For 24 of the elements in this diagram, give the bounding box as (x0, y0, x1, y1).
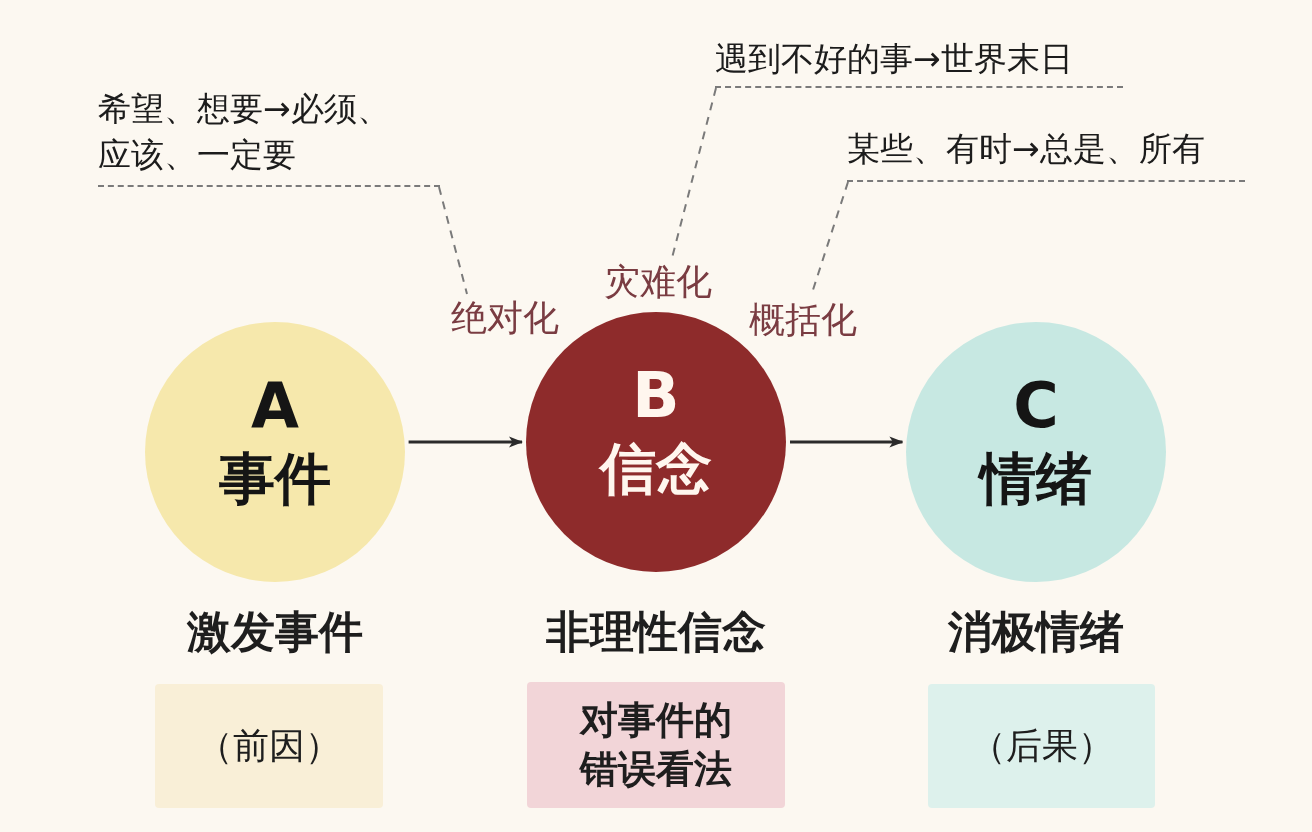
card-text: 对事件的错误看法 (578, 696, 733, 793)
circle-letter: B (632, 365, 680, 427)
info-card (928, 684, 1155, 808)
card-text: （后果） (969, 723, 1114, 768)
card-text: （前因） (197, 723, 341, 768)
leader-line (671, 87, 717, 259)
info-card (155, 684, 383, 808)
circle-title: 信念 (600, 441, 712, 497)
circle-letter: A (251, 375, 299, 437)
info-card (527, 682, 785, 808)
arrow (790, 436, 904, 448)
circle-caption: 激发事件 (187, 606, 363, 659)
circle-letter: C (1013, 375, 1059, 437)
category-label: 灾难化 (596, 258, 720, 306)
annotation-text: 遇到不好的事→世界末日 (715, 36, 1123, 88)
annotation-text: 希望、想要→必须、应该、一定要 (98, 86, 440, 187)
category-label: 概括化 (741, 296, 865, 344)
circle-title: 事件 (219, 451, 331, 507)
circle-caption: 非理性信念 (546, 606, 766, 659)
circle-caption: 消极情绪 (948, 606, 1124, 659)
category-label: 绝对化 (443, 294, 567, 342)
arrow (408, 436, 523, 448)
annotation-text: 某些、有时→总是、所有 (847, 126, 1245, 182)
leader-line (438, 186, 468, 295)
